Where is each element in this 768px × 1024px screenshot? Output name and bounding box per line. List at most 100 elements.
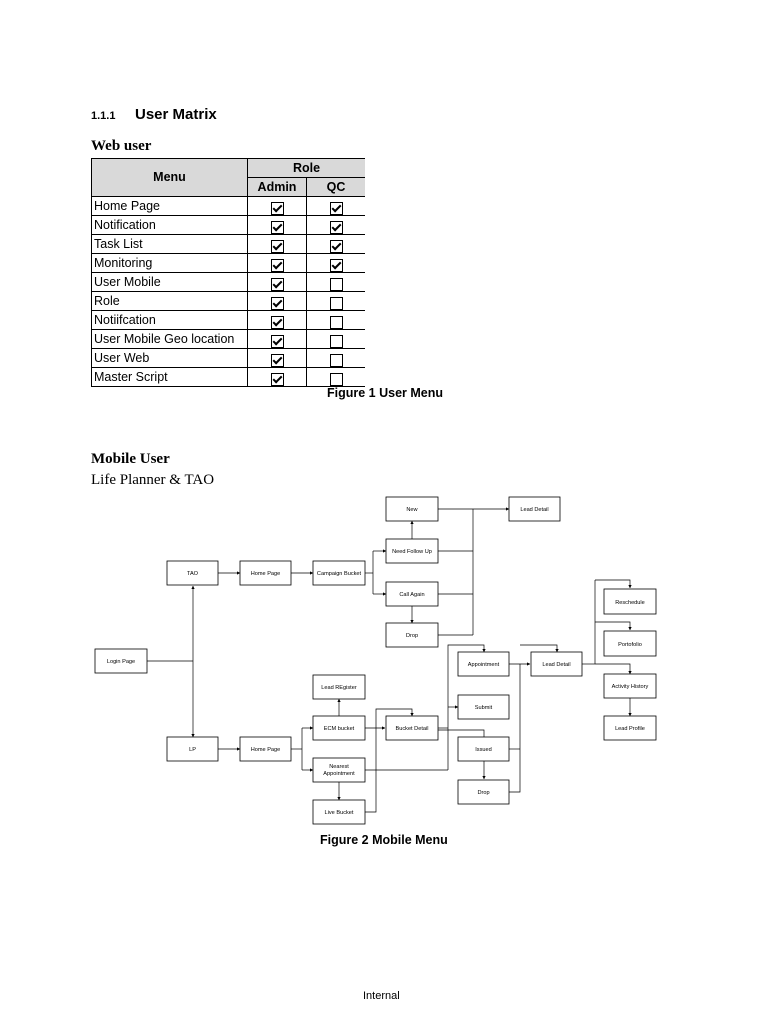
node-drop-bottom: Drop: [457, 779, 510, 805]
diagram-connectors: [147, 507, 632, 813]
section-title: User Matrix: [135, 106, 217, 123]
matrix-row-label: Master Script: [91, 367, 248, 387]
checked-checkbox-icon[interactable]: [270, 277, 284, 291]
qc-cell: [306, 253, 365, 273]
node-lp: LP: [166, 736, 219, 762]
checked-checkbox-icon[interactable]: [270, 201, 284, 215]
node-lead-register-label: Lead REgister: [321, 685, 357, 691]
matrix-row: User Mobile Geo location: [91, 329, 365, 349]
node-lead-profile: Lead Profile: [603, 715, 657, 741]
node-ecm-bucket: ECM bucket: [312, 715, 366, 741]
unchecked-checkbox-icon[interactable]: [329, 353, 343, 367]
unchecked-checkbox-icon[interactable]: [329, 277, 343, 291]
node-reschedule-label: Reschedule: [615, 600, 645, 606]
figure-2-caption: Figure 2 Mobile Menu: [320, 833, 448, 847]
node-drop-top: Drop: [385, 622, 439, 648]
node-live-bucket: Live Bucket: [312, 799, 366, 825]
node-bucket-detail: Bucket Detail: [385, 715, 439, 741]
matrix-row: Monitoring: [91, 253, 365, 273]
checked-checkbox-icon[interactable]: [270, 220, 284, 234]
checked-checkbox-icon[interactable]: [329, 201, 343, 215]
node-activity-history-label: Activity History: [612, 684, 649, 690]
node-submit: Submit: [457, 694, 510, 720]
unchecked-checkbox-icon[interactable]: [329, 315, 343, 329]
admin-column-header: Admin: [247, 177, 307, 197]
node-bucket-detail-label: Bucket Detail: [396, 726, 429, 732]
menu-header: Menu: [91, 158, 248, 197]
checked-checkbox-icon[interactable]: [270, 258, 284, 272]
checked-checkbox-icon[interactable]: [270, 353, 284, 367]
admin-cell: [247, 310, 307, 330]
node-campaign-bucket: Campaign Bucket: [312, 560, 366, 586]
matrix-row-label: User Mobile Geo location: [91, 329, 248, 349]
node-campaign-bucket-label: Campaign Bucket: [317, 571, 362, 577]
node-home-page-tao: Home Page: [239, 560, 292, 586]
figure-1-caption: Figure 1 User Menu: [327, 386, 443, 400]
admin-cell: [247, 234, 307, 254]
node-ecm-bucket-label: ECM bucket: [324, 726, 355, 732]
matrix-row: Master Script: [91, 367, 365, 387]
node-call-again: Call Again: [385, 581, 439, 607]
matrix-row: User Web: [91, 348, 365, 368]
node-nearest-appointment: Nearest Appointment: [312, 757, 366, 783]
node-new: New: [385, 496, 439, 522]
unchecked-checkbox-icon[interactable]: [329, 296, 343, 310]
node-portofolio-label: Portofolio: [618, 642, 642, 648]
node-lead-detail-top: Lead Detail: [508, 496, 561, 522]
mobile-user-heading: Mobile User: [91, 451, 170, 467]
node-issued: Issued: [457, 736, 510, 762]
mobile-user-subheading: Life Planner & TAO: [91, 472, 215, 488]
node-call-again-label: Call Again: [399, 592, 424, 598]
node-need-follow-up: Need Follow Up: [385, 538, 439, 564]
node-home-page-tao-label: Home Page: [251, 571, 281, 577]
node-nearest-appointment-label-1: Nearest: [329, 764, 349, 770]
checked-checkbox-icon[interactable]: [329, 220, 343, 234]
node-need-follow-up-label: Need Follow Up: [392, 549, 432, 555]
node-new-label: New: [406, 507, 418, 513]
node-lp-label: LP: [189, 747, 196, 753]
node-appointment: Appointment: [457, 651, 510, 677]
node-portofolio: Portofolio: [603, 630, 657, 657]
node-tao-label: TAO: [187, 571, 199, 577]
page-footer: Internal: [363, 990, 400, 1002]
checked-checkbox-icon[interactable]: [270, 334, 284, 348]
node-drop-bottom-label: Drop: [477, 790, 489, 796]
checked-checkbox-icon[interactable]: [270, 372, 284, 386]
qc-cell: [306, 291, 365, 311]
node-activity-history: Activity History: [603, 673, 657, 699]
checked-checkbox-icon[interactable]: [270, 296, 284, 310]
node-lead-register: Lead REgister: [312, 674, 366, 700]
node-tao: TAO: [166, 560, 219, 586]
node-live-bucket-label: Live Bucket: [325, 810, 354, 816]
matrix-row: Task List: [91, 234, 365, 254]
node-lead-profile-label: Lead Profile: [615, 726, 645, 732]
node-lead-detail-top-label: Lead Detail: [520, 507, 548, 513]
qc-cell: [306, 310, 365, 330]
checked-checkbox-icon[interactable]: [329, 239, 343, 253]
admin-cell: [247, 367, 307, 387]
web-user-heading: Web user: [91, 138, 152, 154]
checked-checkbox-icon[interactable]: [270, 239, 284, 253]
node-reschedule: Reschedule: [603, 588, 657, 615]
qc-cell: [306, 367, 365, 387]
node-drop-top-label: Drop: [406, 633, 418, 639]
role-header: Role: [247, 158, 365, 178]
matrix-row: Notiifcation: [91, 310, 365, 330]
node-nearest-appointment-label-2: Appointment: [323, 771, 355, 777]
node-submit-label: Submit: [475, 705, 493, 711]
checked-checkbox-icon[interactable]: [329, 258, 343, 272]
matrix-row-label: Notiifcation: [91, 310, 248, 330]
matrix-row-label: Task List: [91, 234, 248, 254]
node-lead-detail-mid: Lead Detail: [530, 651, 583, 677]
node-lead-detail-mid-label: Lead Detail: [542, 662, 570, 668]
unchecked-checkbox-icon[interactable]: [329, 372, 343, 386]
node-home-page-lp-label: Home Page: [251, 747, 281, 753]
node-issued-label: Issued: [475, 747, 491, 753]
node-home-page-lp: Home Page: [239, 736, 292, 762]
unchecked-checkbox-icon[interactable]: [329, 334, 343, 348]
node-login-page: Login Page: [94, 648, 148, 674]
qc-cell: [306, 329, 365, 349]
checked-checkbox-icon[interactable]: [270, 315, 284, 329]
